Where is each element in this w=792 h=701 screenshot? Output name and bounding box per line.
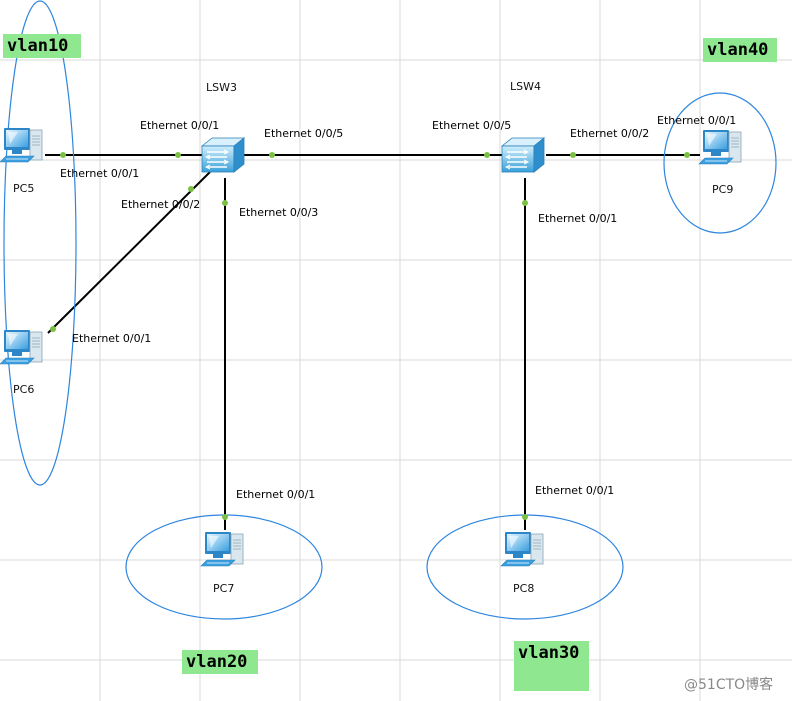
port-label: Ethernet 0/0/1 — [140, 119, 219, 132]
port-label: Ethernet 0/0/1 — [236, 488, 315, 501]
pc-icon[interactable] — [0, 127, 43, 163]
port-label: Ethernet 0/0/1 — [72, 332, 151, 345]
vlan10-ellipse — [3, 0, 77, 486]
port-dot — [50, 326, 56, 332]
port-dot — [222, 200, 228, 206]
vlan20-label: vlan20 — [182, 650, 258, 674]
port-dot — [522, 514, 528, 520]
port-dot — [522, 200, 528, 206]
vlan30-label: vlan30 — [514, 641, 589, 691]
pc-icon[interactable] — [500, 531, 544, 567]
vlan30-ellipse — [426, 514, 624, 620]
devices — [0, 127, 742, 567]
vlan40-ellipse — [663, 92, 777, 234]
pc9-name: PC9 — [712, 183, 733, 196]
pc5-name: PC5 — [13, 182, 34, 195]
pc8-name: PC8 — [513, 582, 534, 595]
port-dots — [50, 152, 690, 520]
port-label: Ethernet 0/0/2 — [121, 198, 200, 211]
vlan20-ellipse — [125, 514, 323, 620]
pc-icon[interactable] — [698, 129, 742, 165]
lsw3-name: LSW3 — [206, 81, 237, 94]
vlan10-label: vlan10 — [3, 34, 81, 58]
watermark: @51CTO博客 — [684, 676, 773, 693]
port-label: Ethernet 0/0/3 — [239, 206, 318, 219]
switch-icon[interactable] — [201, 137, 245, 173]
port-dot — [269, 152, 275, 158]
port-label: Ethernet 0/0/1 — [535, 484, 614, 497]
port-dot — [175, 152, 181, 158]
port-label: Ethernet 0/0/1 — [657, 114, 736, 127]
lsw4-name: LSW4 — [510, 80, 541, 93]
pc-icon[interactable] — [0, 329, 43, 365]
vlan40-label: vlan40 — [703, 38, 777, 62]
port-dot — [570, 152, 576, 158]
port-dot — [684, 152, 690, 158]
pc-icon[interactable] — [200, 531, 244, 567]
port-label: Ethernet 0/0/2 — [570, 127, 649, 140]
port-label: Ethernet 0/0/5 — [264, 127, 343, 140]
port-dot — [188, 186, 194, 192]
port-dot — [60, 152, 66, 158]
device-names: LSW3 LSW4 PC5 PC6 PC7 PC8 PC9 — [13, 80, 733, 595]
port-label: Ethernet 0/0/5 — [432, 119, 511, 132]
vlan-ellipses — [3, 0, 777, 620]
port-label: Ethernet 0/0/1 — [538, 212, 617, 225]
pc6-name: PC6 — [13, 383, 34, 396]
port-dot — [484, 152, 490, 158]
port-dot — [222, 514, 228, 520]
port-labels: Ethernet 0/0/1 Ethernet 0/0/5 Ethernet 0… — [60, 114, 736, 501]
link-lsw3-pc6 — [47, 171, 211, 334]
pc7-name: PC7 — [213, 582, 234, 595]
port-label: Ethernet 0/0/1 — [60, 167, 139, 180]
switch-icon[interactable] — [501, 137, 545, 173]
